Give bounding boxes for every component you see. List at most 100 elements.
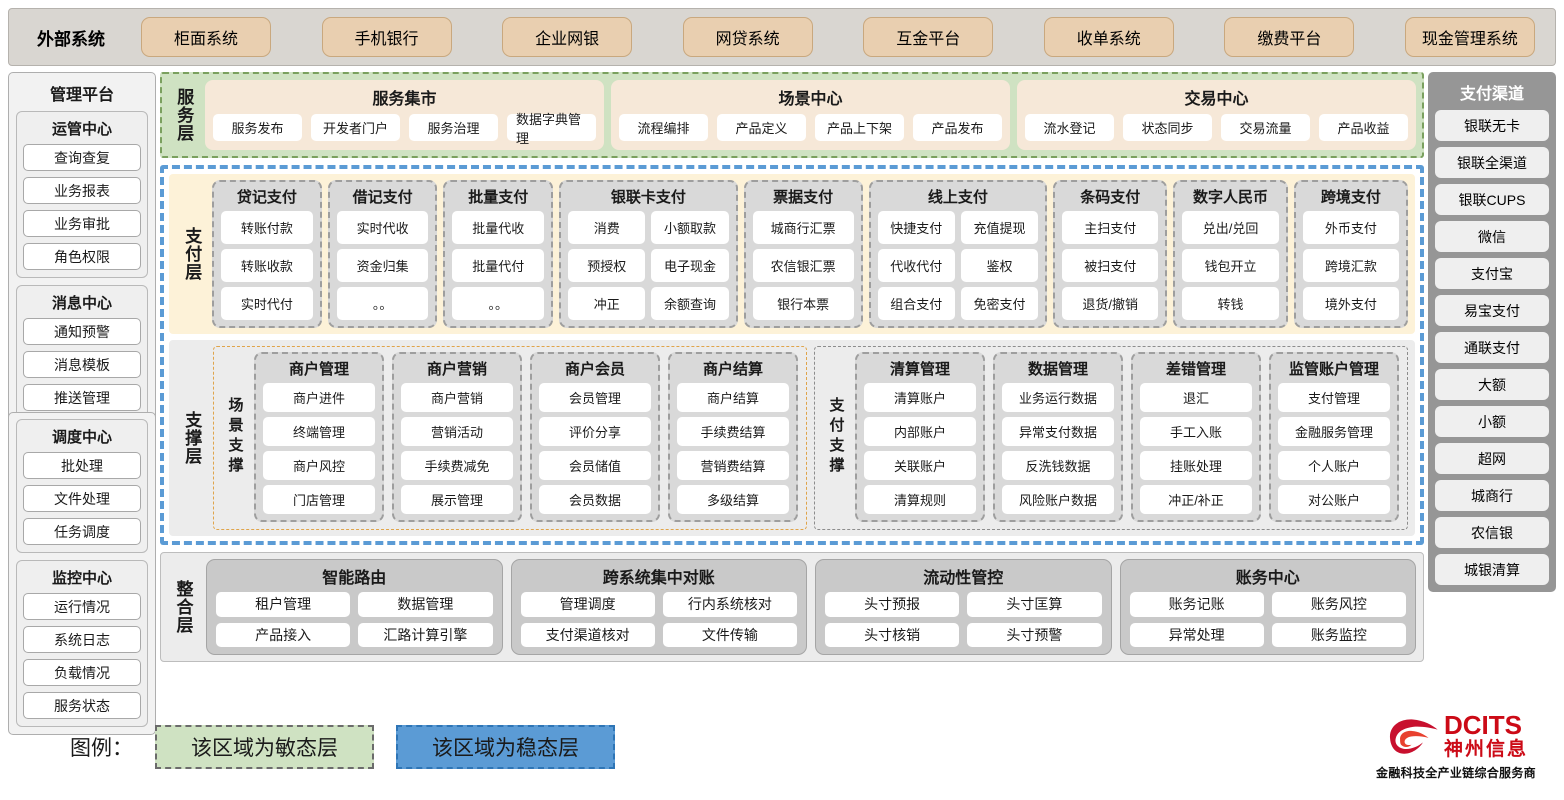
- channel-item[interactable]: 小额: [1435, 406, 1549, 437]
- support-chip[interactable]: 业务运行数据: [1002, 383, 1114, 412]
- management-item[interactable]: 推送管理: [23, 384, 141, 411]
- integration-chip[interactable]: 账务记账: [1129, 592, 1264, 617]
- integration-chip[interactable]: 头寸预警: [967, 622, 1102, 647]
- payment-chip[interactable]: 转账收款: [221, 249, 313, 282]
- management-item[interactable]: 负载情况: [23, 659, 141, 686]
- support-chip[interactable]: 商户风控: [263, 451, 375, 480]
- service-chip[interactable]: 状态同步: [1123, 114, 1212, 141]
- management-item[interactable]: 运行情况: [23, 593, 141, 620]
- payment-chip[interactable]: 电子现金: [651, 249, 729, 282]
- integration-chip[interactable]: 文件传输: [662, 622, 797, 647]
- support-chip[interactable]: 挂账处理: [1140, 451, 1252, 480]
- payment-chip[interactable]: 。。: [452, 287, 545, 320]
- integration-chip[interactable]: 行内系统核对: [662, 592, 797, 617]
- channel-item[interactable]: 城商行: [1435, 480, 1549, 511]
- external-system-chip[interactable]: 缴费平台: [1224, 17, 1355, 57]
- payment-chip[interactable]: 组合支付: [877, 287, 955, 320]
- support-chip[interactable]: 营销费结算: [677, 451, 789, 480]
- support-chip[interactable]: 会员数据: [539, 485, 651, 514]
- service-chip[interactable]: 产品收益: [1319, 114, 1408, 141]
- integration-chip[interactable]: 管理调度: [520, 592, 655, 617]
- payment-chip[interactable]: 被扫支付: [1062, 249, 1159, 282]
- payment-chip[interactable]: 批量代付: [452, 249, 545, 282]
- integration-chip[interactable]: 产品接入: [216, 622, 351, 647]
- integration-chip[interactable]: 异常处理: [1129, 622, 1264, 647]
- payment-chip[interactable]: 余额查询: [651, 287, 729, 320]
- channel-item[interactable]: 农信银: [1435, 517, 1549, 548]
- support-chip[interactable]: 内部账户: [864, 417, 976, 446]
- payment-chip[interactable]: 快捷支付: [877, 211, 955, 244]
- service-chip[interactable]: 服务发布: [213, 114, 302, 141]
- channel-item[interactable]: 银联CUPS: [1435, 184, 1549, 215]
- service-chip[interactable]: 数据字典管理: [507, 112, 596, 146]
- channel-item[interactable]: 超网: [1435, 443, 1549, 474]
- payment-chip[interactable]: 免密支付: [960, 287, 1039, 320]
- external-system-chip[interactable]: 现金管理系统: [1404, 17, 1535, 57]
- channel-item[interactable]: 银联无卡: [1435, 110, 1549, 141]
- payment-chip[interactable]: 退货/撤销: [1062, 287, 1159, 320]
- support-chip[interactable]: 会员管理: [539, 383, 651, 412]
- management-item[interactable]: 系统日志: [23, 626, 141, 653]
- external-system-chip[interactable]: 柜面系统: [141, 17, 271, 57]
- support-chip[interactable]: 手工入账: [1140, 417, 1252, 446]
- support-chip[interactable]: 多级结算: [677, 485, 789, 514]
- support-chip[interactable]: 清算账户: [864, 383, 976, 412]
- support-chip[interactable]: 反洗钱数据: [1002, 451, 1114, 480]
- integration-chip[interactable]: 数据管理: [358, 592, 493, 617]
- management-item[interactable]: 批处理: [23, 452, 141, 479]
- support-chip[interactable]: 展示管理: [401, 485, 513, 514]
- channel-item[interactable]: 支付宝: [1435, 258, 1549, 289]
- support-chip[interactable]: 会员储值: [539, 451, 651, 480]
- integration-chip[interactable]: 头寸核销: [825, 622, 960, 647]
- payment-chip[interactable]: 鉴权: [960, 249, 1039, 282]
- integration-chip[interactable]: 头寸预报: [825, 592, 960, 617]
- payment-chip[interactable]: 资金归集: [336, 249, 429, 282]
- payment-chip[interactable]: 批量代收: [452, 211, 545, 244]
- service-chip[interactable]: 流水登记: [1025, 114, 1114, 141]
- management-item[interactable]: 角色权限: [23, 243, 141, 270]
- external-system-chip[interactable]: 企业网银: [502, 17, 633, 57]
- channel-item[interactable]: 银联全渠道: [1435, 147, 1549, 178]
- management-item[interactable]: 业务审批: [23, 210, 141, 237]
- support-chip[interactable]: 异常支付数据: [1002, 417, 1114, 446]
- service-chip[interactable]: 产品上下架: [815, 114, 904, 141]
- channel-item[interactable]: 微信: [1435, 221, 1549, 252]
- integration-chip[interactable]: 支付渠道核对: [520, 622, 655, 647]
- payment-chip[interactable]: 实时代收: [336, 211, 429, 244]
- management-item[interactable]: 查询查复: [23, 144, 141, 171]
- management-item[interactable]: 任务调度: [23, 518, 141, 545]
- service-chip[interactable]: 流程编排: [619, 114, 708, 141]
- external-system-chip[interactable]: 网贷系统: [682, 17, 813, 57]
- payment-chip[interactable]: 兑出/兑回: [1182, 211, 1279, 244]
- integration-chip[interactable]: 汇路计算引擎: [358, 622, 493, 647]
- support-chip[interactable]: 手续费减免: [401, 451, 513, 480]
- support-chip[interactable]: 商户进件: [263, 383, 375, 412]
- channel-item[interactable]: 易宝支付: [1435, 295, 1549, 326]
- service-chip[interactable]: 交易流量: [1221, 114, 1310, 141]
- payment-chip[interactable]: 转账付款: [221, 211, 313, 244]
- support-chip[interactable]: 商户营销: [401, 383, 513, 412]
- payment-chip[interactable]: 实时代付: [221, 287, 313, 320]
- management-item[interactable]: 服务状态: [23, 692, 141, 719]
- payment-chip[interactable]: 代收代付: [877, 249, 955, 282]
- support-chip[interactable]: 冲正/补正: [1140, 485, 1252, 514]
- management-item[interactable]: 消息模板: [23, 351, 141, 378]
- payment-chip[interactable]: 主扫支付: [1062, 211, 1159, 244]
- external-system-chip[interactable]: 手机银行: [321, 17, 452, 57]
- payment-chip[interactable]: 钱包开立: [1182, 249, 1279, 282]
- service-chip[interactable]: 产品发布: [913, 114, 1002, 141]
- support-chip[interactable]: 个人账户: [1278, 451, 1390, 480]
- support-chip[interactable]: 风险账户数据: [1002, 485, 1114, 514]
- payment-chip[interactable]: 预授权: [568, 249, 646, 282]
- payment-chip[interactable]: 跨境汇款: [1302, 249, 1400, 282]
- external-system-chip[interactable]: 互金平台: [863, 17, 994, 57]
- payment-chip[interactable]: 城商行汇票: [752, 211, 854, 244]
- payment-chip[interactable]: 农信银汇票: [752, 249, 854, 282]
- channel-item[interactable]: 通联支付: [1435, 332, 1549, 363]
- payment-chip[interactable]: 转钱: [1182, 287, 1279, 320]
- integration-chip[interactable]: 头寸匡算: [967, 592, 1102, 617]
- support-chip[interactable]: 清算规则: [864, 485, 976, 514]
- service-chip[interactable]: 服务治理: [409, 114, 498, 141]
- support-chip[interactable]: 支付管理: [1278, 383, 1390, 412]
- integration-chip[interactable]: 账务风控: [1271, 592, 1406, 617]
